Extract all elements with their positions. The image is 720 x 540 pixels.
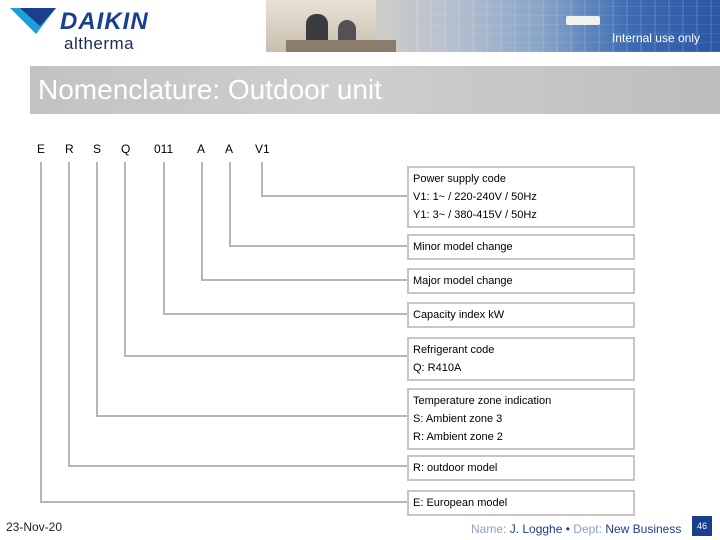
- capacity-text: Capacity index kW: [413, 309, 505, 321]
- code-segment-q: Q: [121, 142, 131, 156]
- minor-change-box: Minor model change: [407, 234, 635, 260]
- outdoor-model-text: R: outdoor model: [413, 462, 498, 474]
- capacity-box: Capacity index kW: [407, 302, 635, 328]
- refrigerant-heading: Refrigerant code: [413, 344, 495, 356]
- dept-label: Dept:: [573, 522, 602, 536]
- brand-name: DAIKIN: [60, 8, 149, 35]
- line-capacity: [163, 162, 407, 315]
- european-model-text: E: European model: [413, 497, 508, 509]
- refrigerant-box: Refrigerant code Q: R410A: [407, 337, 635, 381]
- temperature-s: S: Ambient zone 3: [413, 413, 503, 425]
- title-bar: Nomenclature: Outdoor unit: [30, 66, 720, 114]
- daikin-logo: DAIKIN altherma: [10, 8, 170, 53]
- line-outdoor: [68, 162, 407, 467]
- name-label: Name:: [471, 522, 507, 536]
- temperature-r: R: Ambient zone 2: [413, 431, 503, 443]
- minor-change-text: Minor model change: [413, 241, 513, 253]
- refrigerant-q: Q: R410A: [413, 362, 462, 374]
- line-minor: [229, 162, 407, 247]
- daikin-logo-mark-icon: [10, 8, 56, 34]
- major-change-box: Major model change: [407, 268, 635, 294]
- code-segment-capacity: 011: [154, 142, 174, 156]
- internal-use-label: Internal use only: [611, 31, 700, 45]
- dept-value: New Business: [605, 522, 682, 536]
- line-major: [201, 162, 407, 281]
- footer-date: 23-Nov-20: [6, 520, 63, 534]
- major-change-text: Major model change: [413, 275, 513, 287]
- european-model-box: E: European model: [407, 490, 635, 516]
- name-value: J. Logghe: [509, 522, 563, 536]
- line-european: [40, 162, 407, 503]
- page-title: Nomenclature: Outdoor unit: [38, 74, 382, 105]
- line-refrigerant: [124, 162, 407, 357]
- code-segment-power: V1: [255, 142, 270, 156]
- power-supply-heading: Power supply code: [413, 173, 506, 185]
- header-banner-image: [266, 0, 720, 52]
- code-segment-major: A: [197, 142, 206, 156]
- product-name: altherma: [64, 34, 135, 53]
- footer-separator: •: [565, 522, 570, 536]
- outdoor-model-box: R: outdoor model: [407, 455, 635, 481]
- code-segment-minor: A: [225, 142, 234, 156]
- line-power: [261, 162, 407, 197]
- temperature-heading: Temperature zone indication: [413, 395, 552, 407]
- power-supply-y1: Y1: 3~ / 380-415V / 50Hz: [413, 209, 537, 221]
- code-segment-s: S: [93, 142, 102, 156]
- power-supply-box: Power supply code V1: 1~ / 220-240V / 50…: [407, 166, 635, 228]
- code-segment-e: E: [37, 142, 46, 156]
- line-temperature: [96, 162, 407, 417]
- power-supply-v1: V1: 1~ / 220-240V / 50Hz: [413, 191, 537, 203]
- footer-author: Name: J. Logghe • Dept: New Business: [471, 522, 681, 536]
- code-segment-r: R: [65, 142, 74, 156]
- temperature-zone-box: Temperature zone indication S: Ambient z…: [407, 388, 635, 450]
- page-number: 46: [692, 516, 712, 536]
